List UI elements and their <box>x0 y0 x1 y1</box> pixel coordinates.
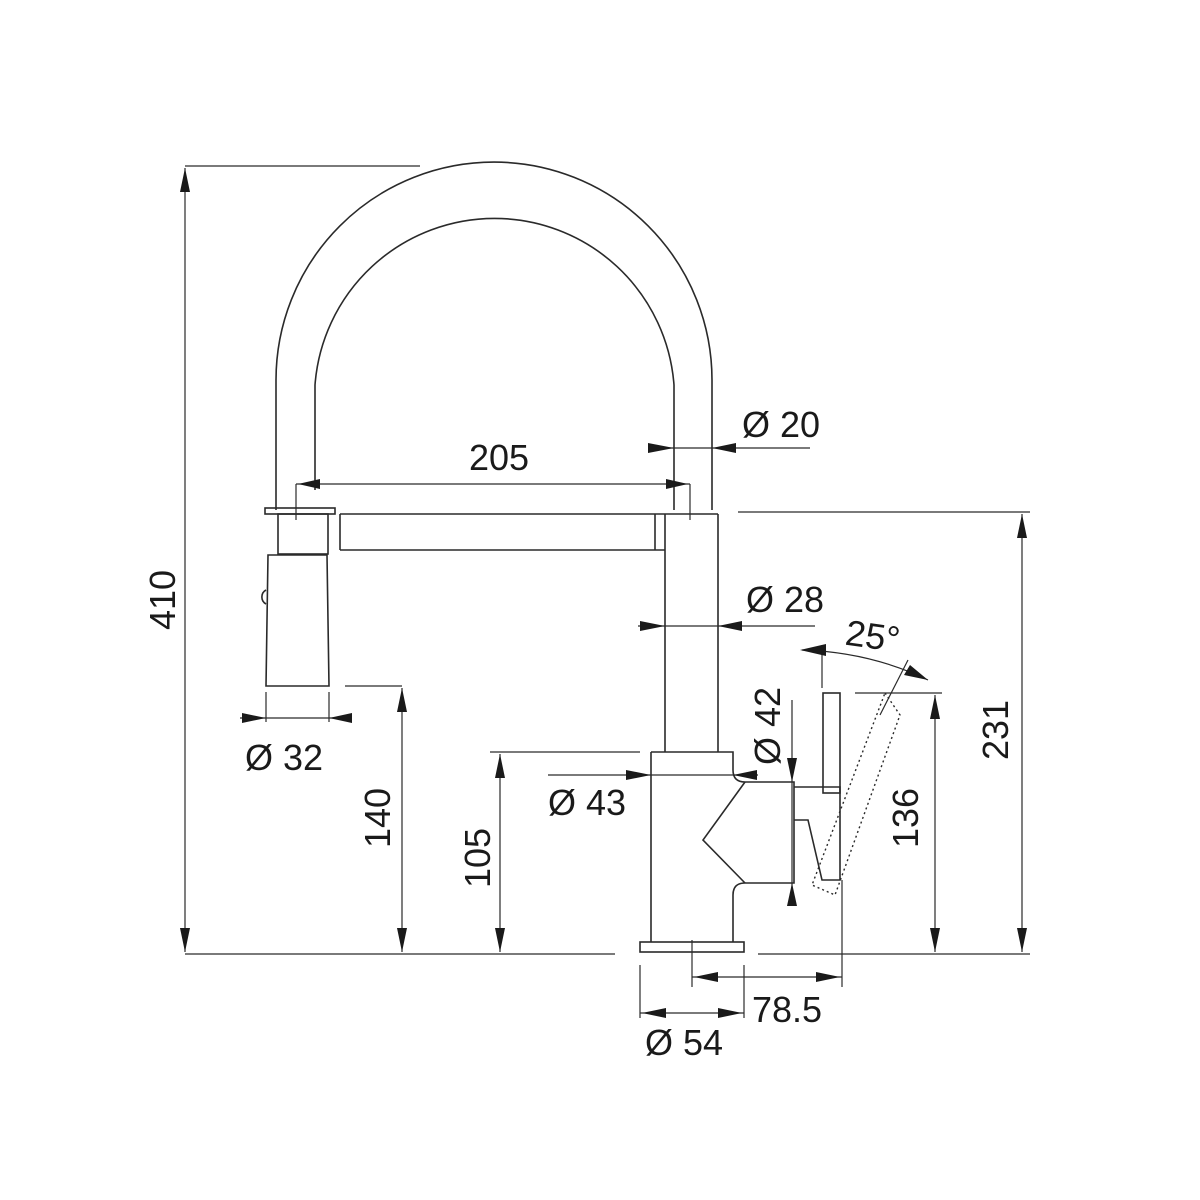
dim-d32-label: Ø 32 <box>245 737 323 778</box>
dim-handle-projection: 78.5 <box>691 880 843 1030</box>
dim-outlet-height: 231 <box>738 511 1030 955</box>
dim-140-label: 140 <box>357 788 398 848</box>
dim-25deg-label: 25° <box>843 612 903 660</box>
dim-handle-angle: 25° <box>800 612 929 716</box>
spray-head <box>261 554 330 687</box>
spout-arm <box>264 507 718 555</box>
dim-spout-reach: 205 <box>295 437 691 520</box>
lever-handle <box>794 691 901 896</box>
dim-base-plate: Ø 54 <box>639 965 745 1063</box>
spout-arc <box>275 161 713 510</box>
dim-handle-diameter: Ø 42 <box>747 687 797 906</box>
dim-105-label: 105 <box>457 828 498 888</box>
dim-overall-height: 410 <box>142 165 615 955</box>
dim-spout-tube: Ø 20 <box>648 404 820 453</box>
dim-d43-label: Ø 43 <box>548 782 626 823</box>
dim-205-label: 205 <box>469 437 529 478</box>
dim-136-label: 136 <box>885 788 926 848</box>
dim-410-label: 410 <box>142 570 183 630</box>
dim-handle-height: 136 <box>855 692 942 952</box>
dim-d28-label: Ø 28 <box>746 579 824 620</box>
dim-231-label: 231 <box>975 700 1016 760</box>
dim-spray-height: 140 <box>345 685 407 952</box>
dim-spray-head: Ø 32 <box>240 692 352 778</box>
dim-body-lower-height: 105 <box>457 751 640 952</box>
dim-d20-label: Ø 20 <box>742 404 820 445</box>
dim-d42-label: Ø 42 <box>747 687 788 765</box>
dim-d54-label: Ø 54 <box>645 1022 723 1063</box>
dim-body-base: Ø 43 <box>548 770 758 823</box>
dim-body: Ø 28 <box>638 579 824 631</box>
dim-78-5-label: 78.5 <box>752 989 822 1030</box>
